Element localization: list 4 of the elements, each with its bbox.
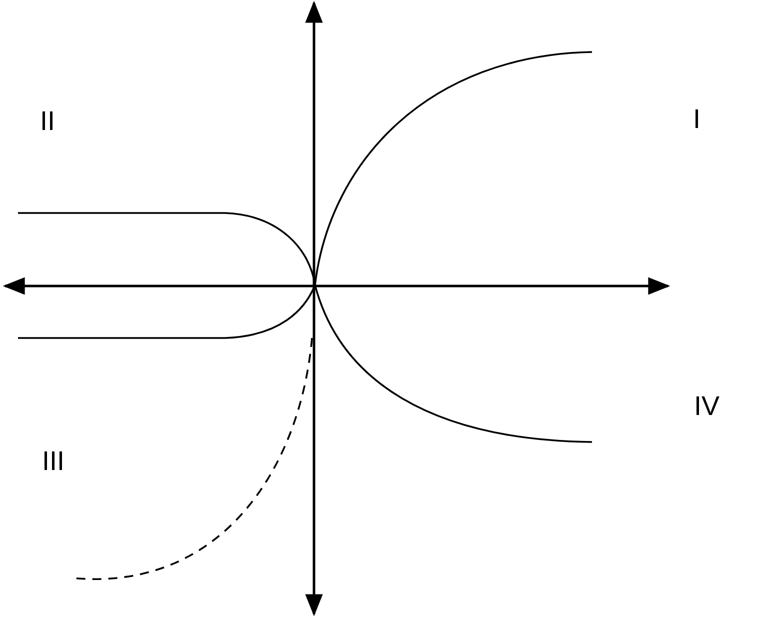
quadrant-label: I bbox=[693, 104, 701, 134]
quadrant-label: IV bbox=[694, 391, 720, 421]
quadrant-label: III bbox=[42, 446, 65, 476]
quadrant-label: II bbox=[40, 106, 56, 136]
